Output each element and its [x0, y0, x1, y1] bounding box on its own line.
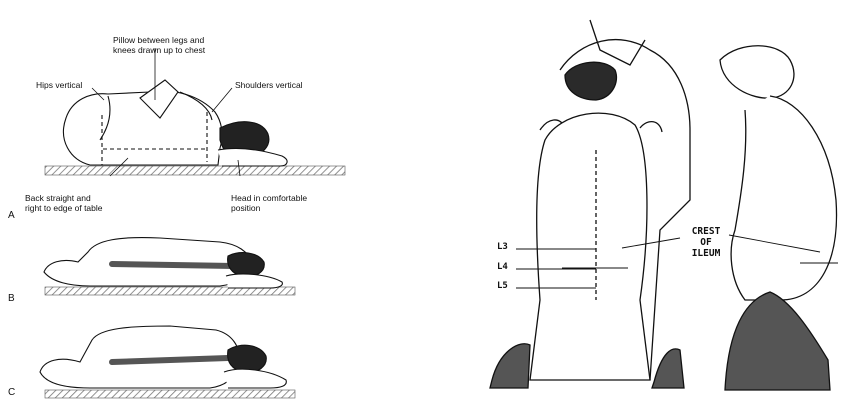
level-label-l3: L3: [497, 242, 508, 252]
level-label-l4: L4: [497, 262, 508, 272]
head-pillow-c: [224, 369, 286, 388]
drape-lateral: [725, 292, 830, 390]
sitting-patient-posterior-drawing: [490, 20, 690, 388]
patient-head-posterior: [565, 62, 616, 100]
crest-of-ileum-label: CREST OF ILEUM: [681, 226, 731, 259]
head-pillow-b: [226, 274, 282, 288]
label-pillow-between-legs: Pillow between legs and knees drawn up t…: [113, 35, 205, 55]
table-top-a: [45, 166, 345, 175]
panel-label-b: B: [8, 293, 15, 304]
head-hair-c: [228, 345, 267, 372]
panel-c-drawing: [40, 326, 295, 398]
head-pillow-a: [218, 148, 287, 166]
label-back-straight: Back straight and right to edge of table: [25, 193, 103, 213]
shoulders-pointer: [212, 88, 232, 112]
panel-a-drawing: [45, 48, 345, 176]
spine-bar-c: [112, 358, 228, 362]
label-head-comfortable: Head in comfortable position: [231, 193, 307, 213]
level-label-l5: L5: [497, 281, 508, 291]
table-top-c: [45, 390, 295, 398]
lateral-torso: [731, 96, 836, 300]
panel-label-c: C: [8, 387, 15, 398]
panel-b-drawing: [44, 238, 295, 295]
spine-bar-b: [112, 264, 234, 266]
sitting-patient-lateral-drawing: [720, 46, 838, 390]
label-hips-vertical: Hips vertical: [36, 80, 82, 90]
panel-label-a: A: [8, 210, 15, 221]
drape-right: [652, 349, 684, 388]
drape-left: [490, 344, 530, 388]
label-shoulders-vertical: Shoulders vertical: [235, 80, 303, 90]
assistant-right-hand: [640, 122, 662, 132]
lateral-head: [720, 46, 794, 98]
